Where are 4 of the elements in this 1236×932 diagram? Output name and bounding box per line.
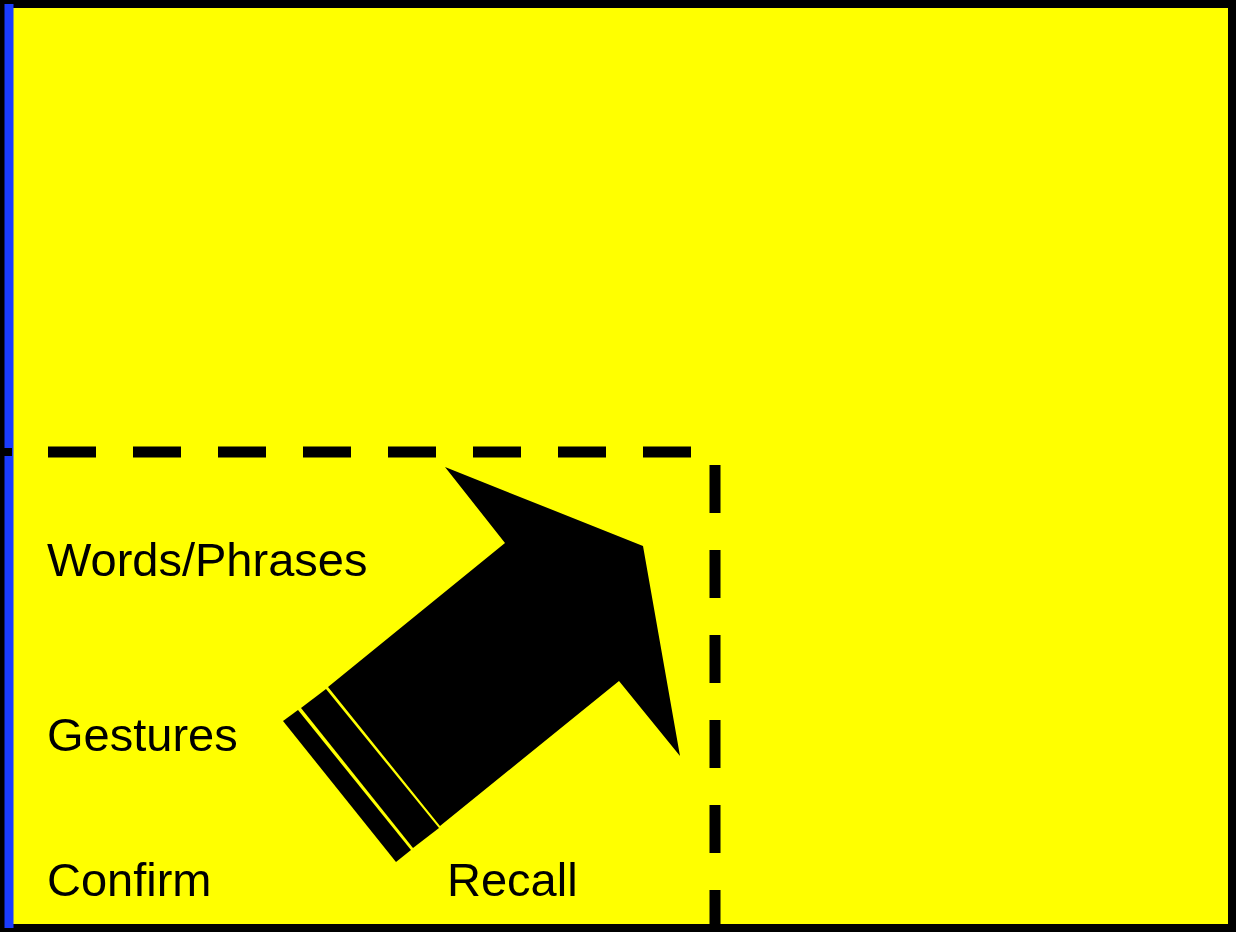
label-text: Words/Phrases [47,536,368,583]
label-text: Confirm [47,856,212,903]
label-text: Gestures [47,711,238,758]
label-text: Recall [447,856,578,903]
